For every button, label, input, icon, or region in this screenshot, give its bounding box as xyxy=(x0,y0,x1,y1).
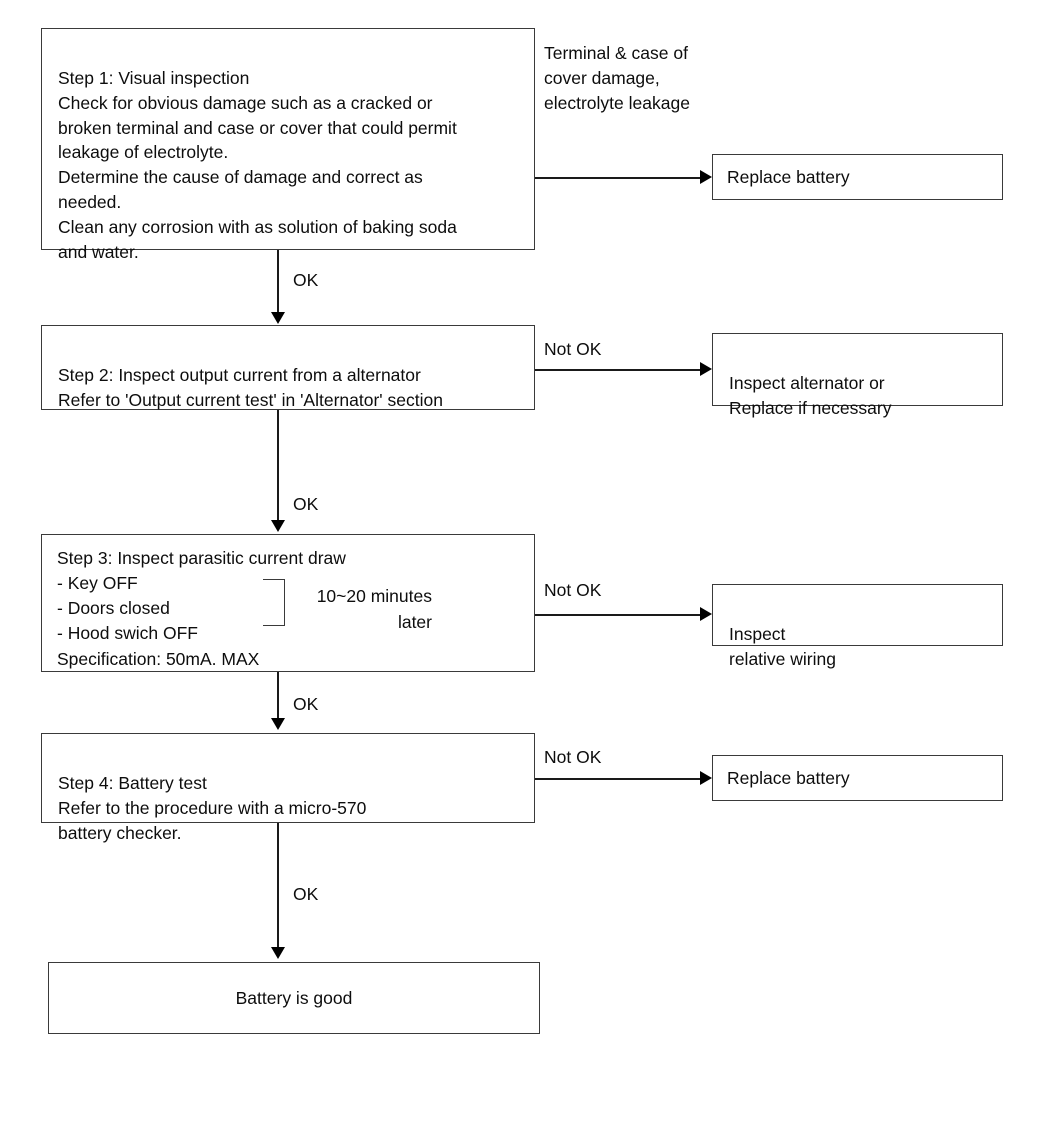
step-2-box[interactable]: Step 2: Inspect output current from a al… xyxy=(41,325,535,410)
step-3-specification: Specification: 50mA. MAX xyxy=(57,649,260,669)
connector-step2-to-alternator xyxy=(535,369,705,371)
edge-label-terminal-damage: Terminal & case of cover damage, electro… xyxy=(544,43,690,113)
step-1-text: Step 1: Visual inspection Check for obvi… xyxy=(58,67,457,262)
connector-step4-to-replace-battery xyxy=(535,778,705,780)
step-4-box[interactable]: Step 4: Battery test Refer to the proced… xyxy=(41,733,535,843)
step-4-text: Step 4: Battery test Refer to the proced… xyxy=(58,772,367,843)
connector-step2-to-step3 xyxy=(277,410,279,522)
edge-label-not-ok-2: Not OK xyxy=(544,339,602,359)
connector-step3-to-step4 xyxy=(277,672,279,722)
arrowhead-step2-to-step3 xyxy=(271,520,285,532)
step-3-box[interactable]: Step 3: Inspect parasitic current draw -… xyxy=(41,534,535,672)
result-label: Battery is good xyxy=(235,987,353,1008)
step-3-items: - Key OFF - Doors closed - Hood swich OF… xyxy=(57,573,198,643)
connector-step1-to-replace-battery xyxy=(535,177,705,179)
edge-label-ok-1: OK xyxy=(293,270,319,290)
arrowhead-step3-to-step4 xyxy=(271,718,285,730)
arrowhead-step1-to-step2 xyxy=(271,312,285,324)
inspect-wiring-box[interactable]: Inspect relative wiring xyxy=(712,584,1003,669)
connector-step1-to-step2 xyxy=(277,250,279,314)
step-1-box[interactable]: Step 1: Visual inspection Check for obvi… xyxy=(41,28,535,262)
edge-label-ok-4: OK xyxy=(293,884,319,904)
step-3-timing-note: 10~20 minutes later xyxy=(316,586,432,633)
arrowhead-step3-to-wiring xyxy=(700,607,712,621)
edge-label-ok-3: OK xyxy=(293,694,319,714)
connector-step3-to-wiring xyxy=(535,614,705,616)
edge-label-not-ok-4: Not OK xyxy=(544,747,602,767)
result-box[interactable]: Battery is good xyxy=(48,962,540,1034)
inspect-alternator-label: Inspect alternator or Replace if necessa… xyxy=(729,372,892,418)
arrowhead-step1-to-replace-battery xyxy=(700,170,712,184)
inspect-alternator-box[interactable]: Inspect alternator or Replace if necessa… xyxy=(712,333,1003,418)
arrowhead-step4-to-replace-battery xyxy=(700,771,712,785)
grouping-bracket-icon xyxy=(263,579,285,626)
connector-step4-to-result xyxy=(277,823,279,949)
replace-battery-box-1[interactable]: Replace battery xyxy=(712,154,1003,200)
step-3-heading: Step 3: Inspect parasitic current draw xyxy=(57,548,346,568)
step-2-text: Step 2: Inspect output current from a al… xyxy=(58,364,443,410)
edge-label-not-ok-3: Not OK xyxy=(544,580,602,600)
replace-battery-label-1: Replace battery xyxy=(727,166,850,187)
replace-battery-label-2: Replace battery xyxy=(727,767,850,788)
edge-label-ok-2: OK xyxy=(293,494,319,514)
replace-battery-box-2[interactable]: Replace battery xyxy=(712,755,1003,801)
arrowhead-step4-to-result xyxy=(271,947,285,959)
arrowhead-step2-to-alternator xyxy=(700,362,712,376)
inspect-wiring-label: Inspect relative wiring xyxy=(729,623,836,669)
